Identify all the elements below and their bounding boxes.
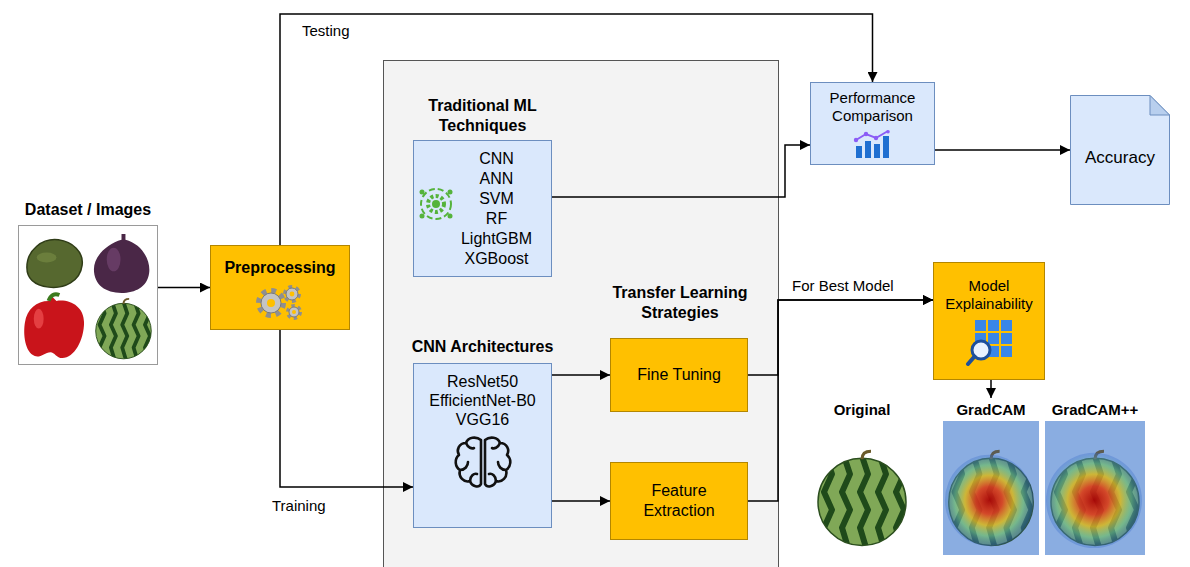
explain-grid-icon	[965, 318, 1013, 366]
node-label: Fine Tuning	[637, 365, 721, 385]
section-heading: Transfer Learning Strategies	[588, 283, 772, 323]
node-frame: ResNet50EfficientNet-B0VGG16	[413, 363, 552, 528]
list-item: SVM	[479, 189, 514, 209]
node-frame	[1045, 421, 1145, 555]
process-box: Preprocessing	[210, 245, 350, 330]
flow-arrow	[280, 14, 873, 245]
strategy-box: Feature Extraction	[610, 462, 748, 540]
node-label: Performance Comparison	[817, 89, 928, 125]
node-label: Accuracy	[1085, 148, 1155, 168]
list-item: ANN	[480, 169, 514, 189]
node-frame	[18, 225, 158, 365]
image-panel: GradCAM	[943, 398, 1039, 555]
fruit-photos	[19, 226, 157, 364]
flow-arrow	[552, 374, 610, 376]
watermelon-photo	[812, 421, 912, 555]
flow-arrow	[280, 330, 413, 487]
explainability-box: Model Explainability	[933, 262, 1045, 380]
image-panel: GradCAM++	[1045, 398, 1145, 555]
node-heading: Original	[772, 398, 952, 419]
list-item: RF	[486, 209, 507, 229]
node-label: Model Explainability	[939, 277, 1039, 313]
strategy-box: Fine Tuning	[610, 338, 748, 412]
document-body	[1071, 96, 1170, 205]
node-label: Preprocessing	[224, 258, 335, 278]
list-item: LightGBM	[461, 229, 532, 249]
gradcampp-heatmap	[1045, 421, 1145, 555]
flow-arrow	[748, 300, 933, 375]
dataset-box: Dataset / Images	[18, 200, 158, 365]
document-fold	[1150, 96, 1170, 116]
comparison-box: Performance Comparison	[810, 82, 935, 165]
node-heading: GradCAM++	[1005, 398, 1185, 419]
method-box: Traditional ML TechniquesCNNANNSVMRFLigh…	[413, 96, 552, 277]
list-item: ResNet50	[447, 372, 518, 391]
node-frame	[943, 421, 1039, 555]
gear-icon	[251, 283, 309, 321]
list-item: EfficientNet-B0	[429, 391, 535, 410]
ml-icon	[417, 185, 455, 223]
edge-label: Training	[270, 497, 328, 515]
result-document: Accuracy	[1070, 95, 1170, 205]
edge-label: Testing	[300, 22, 352, 40]
node-heading: Traditional ML Techniques	[413, 96, 552, 136]
list-item: CNN	[479, 149, 514, 169]
chart-icon	[852, 130, 894, 158]
node-heading: Dataset / Images	[0, 200, 198, 220]
flow-arrow	[935, 149, 1070, 151]
node-label: Feature Extraction	[623, 481, 735, 521]
node-heading: CNN Architectures	[373, 337, 592, 357]
flow-arrow	[990, 380, 992, 398]
brain-icon	[452, 434, 514, 490]
architecture-box: CNN ArchitecturesResNet50EfficientNet-B0…	[413, 337, 552, 528]
gradcam-heatmap	[943, 421, 1039, 555]
node-frame: CNNANNSVMRFLightGBMXGBoost	[413, 140, 552, 277]
image-panel: Original	[812, 398, 912, 555]
method-panel	[384, 61, 779, 567]
list-item: VGG16	[456, 410, 509, 429]
flow-arrow	[552, 145, 810, 197]
flow-arrow	[552, 500, 610, 502]
flow-arrow	[158, 287, 210, 289]
edge-label: For Best Model	[790, 277, 896, 295]
node-frame	[812, 421, 912, 555]
list-item: XGBoost	[464, 249, 528, 269]
